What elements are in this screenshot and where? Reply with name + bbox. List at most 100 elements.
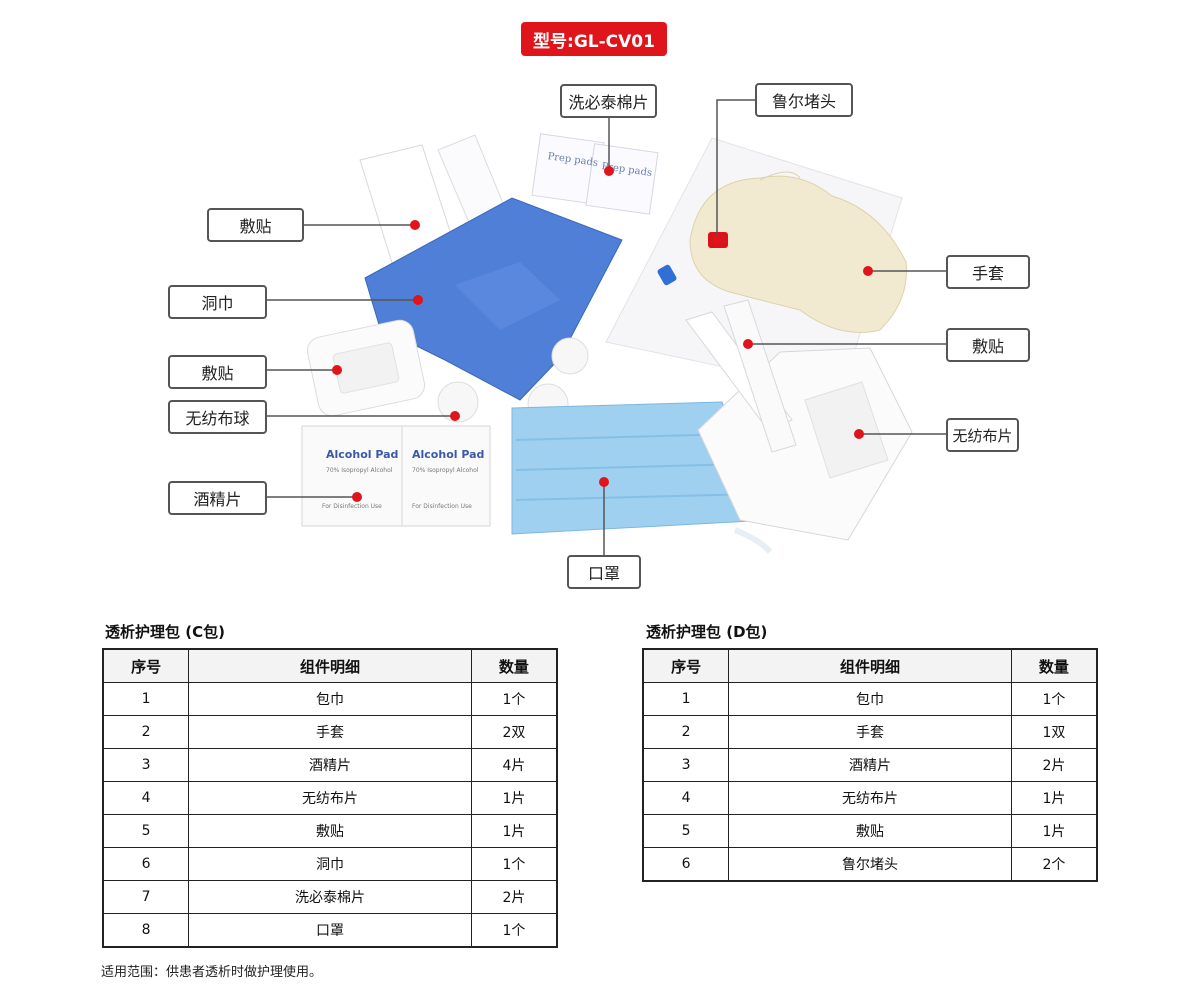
glove-shape	[689, 175, 907, 333]
cell-item: 包巾	[728, 682, 1012, 716]
table-d-header-item: 组件明细	[728, 648, 1012, 683]
cell-qty: 1个	[470, 682, 558, 716]
disinfection-text-2: For Disinfection Use	[412, 503, 472, 510]
cell-qty: 1片	[470, 781, 558, 815]
cell-item: 口罩	[188, 913, 472, 948]
cell-item: 敷贴	[728, 814, 1012, 848]
model-badge: 型号:GL-CV01	[521, 22, 667, 56]
callout-alcohol-pad: 酒精片	[168, 481, 267, 515]
disinfection-text-1: For Disinfection Use	[322, 503, 382, 510]
cell-qty: 1个	[470, 847, 558, 881]
cell-index: 2	[102, 715, 190, 749]
cell-index: 4	[642, 781, 730, 815]
cell-item: 洗必泰棉片	[188, 880, 472, 914]
table-c-header-item: 组件明细	[188, 648, 472, 683]
cell-qty: 2双	[470, 715, 558, 749]
cell-qty: 2个	[1010, 847, 1098, 882]
prep-pad-2	[585, 143, 659, 215]
product-illustration: Prep pads Prep pads Alcohol Pad Alcohol …	[266, 99, 946, 555]
cell-qty: 1双	[1010, 715, 1098, 749]
table-c-header-index: 序号	[102, 648, 190, 683]
cotton-ball-2	[551, 337, 589, 375]
table-c-header-qty: 数量	[470, 648, 558, 683]
cell-item: 酒精片	[728, 748, 1012, 782]
cell-index: 8	[102, 913, 190, 948]
table-d-header-qty: 数量	[1010, 648, 1098, 683]
cell-item: 包巾	[188, 682, 472, 716]
cell-index: 3	[102, 748, 190, 782]
cell-item: 手套	[188, 715, 472, 749]
cell-index: 4	[102, 781, 190, 815]
cell-index: 5	[642, 814, 730, 848]
callout-luer-cap: 鲁尔堵头	[755, 83, 853, 117]
cell-item: 酒精片	[188, 748, 472, 782]
cell-index: 6	[102, 847, 190, 881]
callout-dressing-pad: 敷贴	[168, 355, 267, 389]
dressing-strip-right-2	[723, 299, 797, 453]
cell-qty: 2片	[1010, 748, 1098, 782]
callout-nonwoven-sheet: 无纺布片	[946, 418, 1019, 452]
cell-index: 7	[102, 880, 190, 914]
table-d-header-row: 序号 组件明细 数量	[642, 648, 1098, 683]
table-d-title: 透析护理包 (D包)	[646, 623, 768, 641]
isopropyl-text-2: 70% Isopropyl Alcohol	[412, 467, 479, 474]
cotton-ball-1	[437, 381, 479, 423]
cell-item: 无纺布片	[188, 781, 472, 815]
cell-index: 2	[642, 715, 730, 749]
luer-cap-blue	[657, 264, 677, 286]
cell-qty: 1个	[1010, 682, 1098, 716]
cell-qty: 1个	[470, 913, 558, 948]
cell-qty: 1片	[1010, 781, 1098, 815]
isopropyl-text-1: 70% Isopropyl Alcohol	[326, 467, 393, 474]
cell-item: 手套	[728, 715, 1012, 749]
cell-item: 洞巾	[188, 847, 472, 881]
cell-index: 1	[102, 682, 190, 716]
callout-mask: 口罩	[567, 555, 641, 589]
alcohol-pad-text-2: Alcohol Pad	[412, 448, 484, 461]
table-c-header-row: 序号 组件明细 数量	[102, 648, 558, 683]
drape-fold	[455, 262, 560, 330]
marker-dots	[332, 166, 873, 502]
callout-cotton-ball: 无纺布球	[168, 400, 267, 434]
cell-index: 3	[642, 748, 730, 782]
cell-qty: 1片	[1010, 814, 1098, 848]
callout-drape: 洞巾	[168, 285, 267, 319]
cell-item: 敷贴	[188, 814, 472, 848]
cell-item: 无纺布片	[728, 781, 1012, 815]
cell-index: 5	[102, 814, 190, 848]
cell-qty: 4片	[470, 748, 558, 782]
table-d-header-index: 序号	[642, 648, 730, 683]
callout-dressing-top: 敷贴	[207, 208, 304, 242]
callout-prep-pad: 洗必泰棉片	[560, 84, 657, 118]
cell-index: 6	[642, 847, 730, 882]
table-c-title: 透析护理包 (C包)	[105, 623, 225, 641]
alcohol-pad-1	[301, 425, 407, 527]
product-figure: Prep pads Prep pads Alcohol Pad Alcohol …	[168, 83, 1030, 589]
cell-qty: 1片	[470, 814, 558, 848]
callout-glove: 手套	[946, 255, 1030, 289]
cell-index: 1	[642, 682, 730, 716]
alcohol-pad-text-1: Alcohol Pad	[326, 448, 398, 461]
callout-dressing-right: 敷贴	[946, 328, 1030, 362]
footnote: 适用范围：供患者透析时做护理使用。	[101, 965, 323, 980]
cell-qty: 2片	[470, 880, 558, 914]
cell-item: 鲁尔堵头	[728, 847, 1012, 882]
